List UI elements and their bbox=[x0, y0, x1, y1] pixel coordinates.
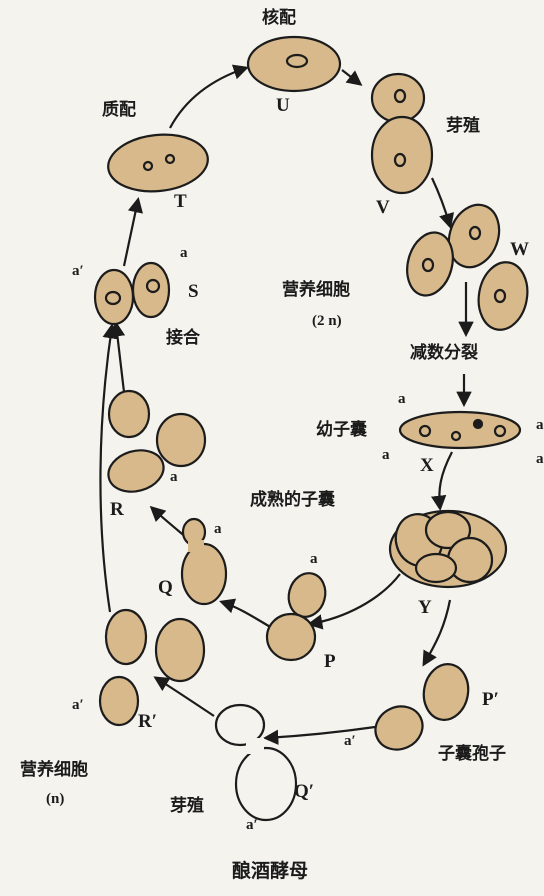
arrow-r-to-s bbox=[116, 324, 124, 392]
cells bbox=[95, 37, 533, 820]
mating-a-p: a bbox=[310, 552, 318, 567]
cell-r-vegetative-n bbox=[104, 391, 205, 498]
label-vegetative-n: 营养细胞 bbox=[20, 762, 88, 779]
arrow-pprime-to-qprime bbox=[266, 727, 375, 738]
cell-qprime-budding bbox=[216, 705, 296, 820]
label-conjugation: 接合 bbox=[166, 330, 200, 347]
label-mature-ascus: 成熟的子囊 bbox=[250, 492, 335, 509]
mating-a-q: a bbox=[214, 522, 222, 537]
letter-y: Y bbox=[418, 598, 432, 617]
mating-a-x-top: a bbox=[398, 392, 406, 407]
label-meiosis: 减数分裂 bbox=[410, 345, 478, 362]
letter-t: T bbox=[174, 192, 187, 211]
letter-u: U bbox=[276, 96, 290, 115]
letter-x: X bbox=[420, 456, 434, 475]
mating-aprime-qprime: a′ bbox=[246, 818, 258, 833]
mating-a-r: a bbox=[170, 470, 178, 485]
letter-r: R bbox=[110, 500, 124, 519]
label-vegetative-n-ploidy: (n) bbox=[46, 792, 64, 807]
cell-v-budding bbox=[372, 74, 432, 193]
cell-p-ascospores bbox=[267, 569, 330, 660]
label-vegetative-2n: 营养细胞 bbox=[282, 282, 350, 299]
letter-v: V bbox=[376, 198, 390, 217]
mating-a-x-right-top: a bbox=[536, 418, 544, 433]
cell-u-zygote bbox=[248, 37, 340, 91]
letter-p-prime: P′ bbox=[482, 690, 499, 709]
letter-q: Q bbox=[158, 578, 173, 597]
label-young-ascus: 幼子囊 bbox=[316, 422, 367, 439]
mating-a-s: a bbox=[180, 246, 188, 261]
letter-w: W bbox=[510, 240, 529, 259]
mating-a-x-bottom: a bbox=[382, 448, 390, 463]
label-ascospore: 子囊孢子 bbox=[438, 746, 506, 763]
cell-pprime-ascospores bbox=[368, 661, 472, 758]
mating-aprime-s: a′ bbox=[72, 264, 84, 279]
arrow-t-to-u bbox=[170, 68, 246, 128]
mating-aprime-rprime: a′ bbox=[72, 698, 84, 713]
cell-s-conjugation bbox=[95, 263, 169, 324]
arrow-s-to-t bbox=[124, 200, 138, 266]
arrow-p-to-q bbox=[222, 602, 272, 628]
arrow-u-to-v bbox=[342, 70, 360, 84]
letter-q-prime: Q′ bbox=[294, 782, 314, 801]
letter-p: P bbox=[324, 652, 336, 671]
cell-t-plasmogamy bbox=[105, 130, 210, 196]
label-budding-bottom: 芽殖 bbox=[170, 798, 204, 815]
label-karyogamy: 核配 bbox=[262, 10, 296, 27]
diagram-title: 酿酒酵母 bbox=[232, 862, 308, 881]
letter-s: S bbox=[188, 282, 199, 301]
label-vegetative-2n-ploidy: (2 n) bbox=[312, 314, 342, 329]
cell-x-young-ascus bbox=[400, 412, 520, 448]
arrow-x-to-y bbox=[439, 452, 452, 508]
letter-r-prime: R′ bbox=[138, 712, 157, 731]
arrow-v-to-w bbox=[432, 178, 450, 226]
cell-y-mature-ascus bbox=[390, 509, 506, 587]
label-plasmogamy: 质配 bbox=[102, 102, 136, 119]
label-budding-top: 芽殖 bbox=[446, 118, 480, 135]
cell-rprime-vegetative-n bbox=[100, 610, 204, 725]
arrow-qprime-to-rprime bbox=[156, 678, 214, 716]
mating-aprime-pprime: a′ bbox=[344, 734, 356, 749]
mating-a-x-right-bottom: a bbox=[536, 452, 544, 467]
